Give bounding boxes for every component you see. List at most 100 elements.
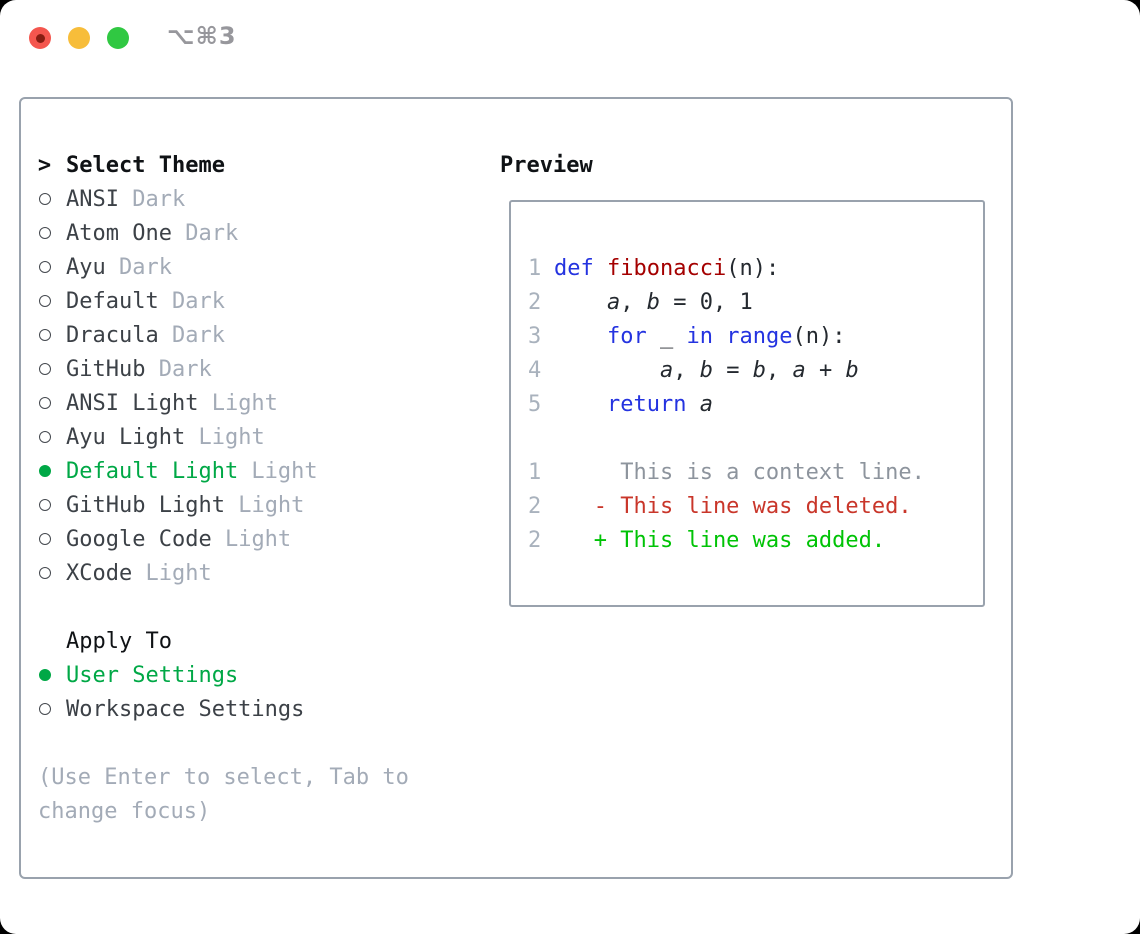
theme-name: Dracula (66, 322, 159, 348)
theme-variant-tag: Light (132, 560, 212, 586)
radio-icon (38, 227, 51, 239)
theme-name: ANSI Light (66, 390, 199, 416)
theme-variant-tag: Dark (118, 186, 186, 212)
theme-option-github[interactable]: GitHub Dark (38, 352, 409, 386)
code-content: for _ in range(n): (606, 323, 846, 349)
apply-option-user-settings[interactable]: User Settings (38, 658, 409, 692)
hint-text-line-1: (Use Enter to select, Tab to (38, 764, 409, 790)
theme-variant-tag: Dark (105, 254, 172, 280)
theme-option-dracula[interactable]: Dracula Dark (38, 318, 409, 352)
diff-line-deleted: 2 - This line was deleted. (528, 489, 983, 523)
theme-variant-tag: Dark (171, 220, 239, 246)
apply-option-label: Workspace Settings (66, 696, 305, 722)
diff-content: This is a context line. (554, 459, 925, 485)
apply-to-title: Apply To (66, 628, 172, 654)
radio-icon (38, 567, 51, 579)
theme-name: Default Light (66, 458, 239, 484)
theme-variant-tag: Dark (158, 288, 225, 314)
theme-name: ANSI (66, 186, 119, 212)
code-line-4: 4 a, b = b, a + b (528, 353, 983, 387)
line-number: 2 (528, 493, 542, 519)
theme-option-google-code[interactable]: Google Code Light (38, 522, 409, 556)
theme-option-github-light[interactable]: GitHub Light Light (38, 488, 409, 522)
minimize-button[interactable] (68, 27, 90, 49)
theme-option-atom-one[interactable]: Atom One Dark (38, 216, 409, 250)
radio-icon (38, 295, 51, 307)
blank-line (528, 421, 983, 455)
code-line-2: 2 a, b = 0, 1 (528, 285, 983, 319)
radio-icon (38, 533, 51, 545)
radio-icon (38, 193, 51, 205)
theme-variant-tag: Dark (158, 322, 225, 348)
radio-icon (38, 431, 51, 443)
radio-icon (38, 465, 51, 477)
radio-icon (38, 499, 51, 511)
radio-icon (38, 669, 51, 681)
line-number: 1 (528, 255, 542, 281)
theme-option-default-light[interactable]: Default Light Light (38, 454, 409, 488)
theme-name: Google Code (66, 526, 212, 552)
theme-name: Atom One (66, 220, 172, 246)
theme-variant-tag: Light (185, 424, 265, 450)
code-line-3: 3 for _ in range(n): (528, 319, 983, 353)
code-line-5: 5 return a (528, 387, 983, 421)
close-dot-icon (35, 33, 45, 43)
spacer (38, 726, 409, 760)
theme-option-xcode[interactable]: XCode Light (38, 556, 409, 590)
diff-content: + This line was added. (554, 527, 886, 553)
radio-icon (38, 363, 51, 375)
zoom-button[interactable] (107, 27, 129, 49)
radio-icon (38, 329, 51, 341)
apply-option-label: User Settings (66, 662, 239, 688)
spacer (38, 590, 409, 624)
theme-name: GitHub Light (66, 492, 225, 518)
diff-line-added: 2 + This line was added. (528, 523, 983, 557)
radio-icon (38, 703, 51, 715)
prompt-icon: > (37, 152, 52, 178)
theme-variant-tag: Light (211, 526, 292, 552)
line-number: 2 (528, 527, 542, 553)
code-content: return a (606, 391, 713, 417)
theme-name: Ayu Light (66, 424, 186, 450)
code-content: a, b = 0, 1 (606, 289, 753, 315)
diff-content: - This line was deleted. (554, 493, 912, 519)
theme-name: XCode (66, 560, 133, 586)
apply-option-workspace-settings[interactable]: Workspace Settings (38, 692, 409, 726)
line-number: 4 (528, 357, 542, 383)
titlebar: ⌥⌘3 (0, 0, 1140, 75)
theme-variant-tag: Light (198, 390, 278, 416)
radio-icon (38, 397, 51, 409)
theme-option-default[interactable]: Default Dark (38, 284, 409, 318)
line-number: 5 (528, 391, 542, 417)
diff-line-context: 1 This is a context line. (528, 455, 983, 489)
theme-option-ayu-light[interactable]: Ayu Light Light (38, 420, 409, 454)
code-content: a, b = b, a + b (659, 357, 859, 383)
close-button[interactable] (29, 27, 51, 49)
theme-option-ansi-light[interactable]: ANSI Light Light (38, 386, 409, 420)
apply-to-header: Apply To (38, 624, 409, 658)
line-number: 2 (528, 289, 542, 315)
theme-variant-tag: Dark (145, 356, 212, 382)
theme-option-ayu[interactable]: Ayu Dark (38, 250, 409, 284)
code-content: def fibonacci(n): (554, 255, 780, 281)
line-number: 1 (528, 459, 542, 485)
theme-variant-tag: Light (238, 458, 318, 484)
select-theme-header: > Select Theme (38, 148, 409, 182)
theme-name: Ayu (66, 254, 106, 280)
hint-text-line-2: change focus) (38, 798, 211, 824)
theme-variant-tag: Light (224, 492, 305, 518)
theme-name: Default (66, 288, 159, 314)
select-theme-title: Select Theme (66, 152, 225, 178)
radio-icon (38, 261, 51, 273)
line-number: 3 (528, 323, 542, 349)
window-title: ⌥⌘3 (167, 22, 237, 50)
theme-option-ansi[interactable]: ANSI Dark (38, 182, 409, 216)
code-line-1: 1 def fibonacci(n): (528, 251, 983, 285)
